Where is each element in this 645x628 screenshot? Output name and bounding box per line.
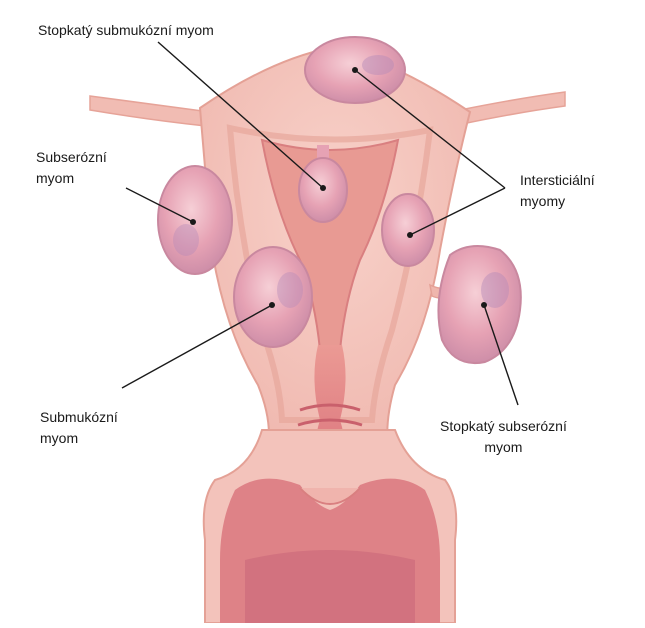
label-text-line2: myom	[40, 428, 118, 449]
fibroid-texture	[362, 55, 394, 75]
label-text-line1: Intersticiální	[520, 170, 595, 191]
label-text-line1: Stopkatý subserózní	[440, 416, 567, 437]
fibroid-pedunculated-subserosal	[438, 246, 520, 363]
vaginal-canal-depth	[245, 550, 415, 623]
label-text: Stopkatý submukózní myom	[38, 20, 214, 41]
left-fallopian-tube	[90, 96, 210, 126]
label-submucosal-fibroid: Submukózní myom	[40, 407, 118, 449]
label-interstitial-fibroids: Intersticiální myomy	[520, 170, 595, 212]
label-text-line2: myomy	[520, 191, 595, 212]
label-subserosal-fibroid: Subserózní myom	[36, 147, 107, 189]
fibroid-interstitial-right	[382, 194, 434, 266]
label-pedunculated-subserosal-fibroid: Stopkatý subserózní myom	[440, 416, 567, 458]
right-fallopian-tube	[460, 92, 565, 124]
label-text-line2: myom	[440, 437, 567, 458]
label-text-line1: Submukózní	[40, 407, 118, 428]
fibroid-texture	[277, 272, 303, 308]
fibroid-texture	[173, 224, 199, 256]
label-text-line2: myom	[36, 168, 107, 189]
label-text-line1: Subserózní	[36, 147, 107, 168]
label-pedunculated-submucosal-fibroid: Stopkatý submukózní myom	[38, 20, 214, 41]
